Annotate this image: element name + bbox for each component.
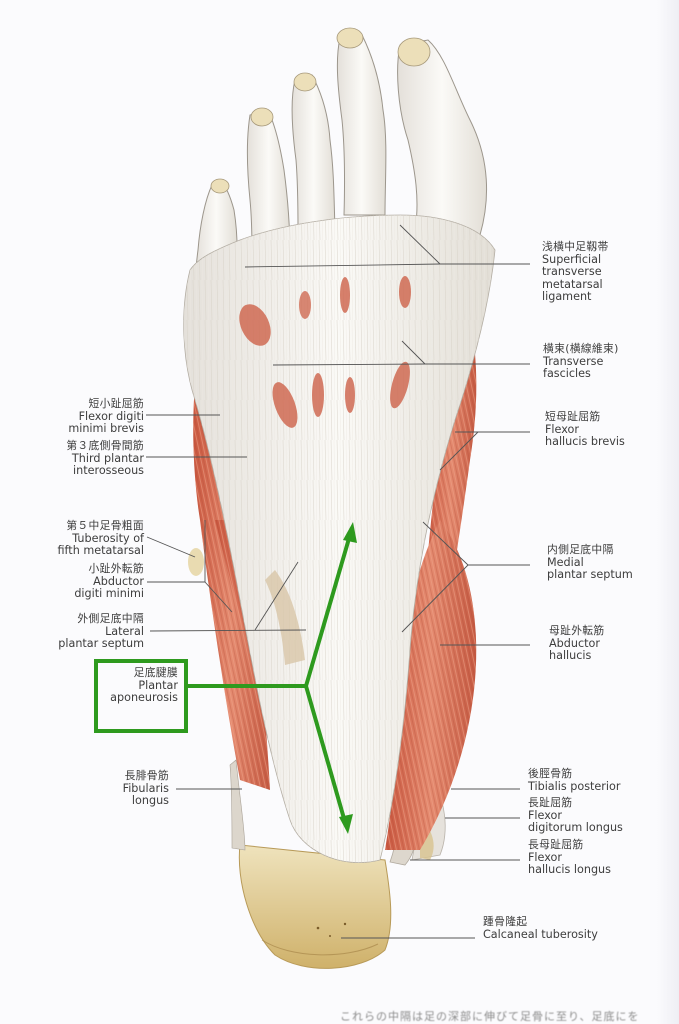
label-tibialis-posterior: 後脛骨筋 Tibialis posterior [528,767,621,793]
toes [195,27,488,291]
label-flexor-hallucis-longus: 長母趾屈筋 Flexor hallucis longus [528,838,611,877]
leader-lines-left [146,414,307,790]
plantar-aponeurosis-body [183,214,496,863]
label-fibularis-longus: 長腓骨筋 Fibularis longus [122,769,169,808]
plantar-aponeurosis-highlight-box: 足底腱膜 Plantar aponeurosis [94,659,188,733]
label-lateral-plantar-septum: 外側足底中隔 Lateral plantar septum [58,612,144,651]
label-medial-plantar-septum: 内側足底中隔 Medial plantar septum [547,543,633,582]
label-calcaneal-tuberosity: 踵骨隆起 Calcaneal tuberosity [483,915,598,941]
label-third-plantar-interosseous: 第３底側骨間筋 Third plantar interosseous [66,439,144,478]
label-plantar-aponeurosis: 足底腱膜 Plantar aponeurosis [110,666,178,705]
label-superficial-transverse-metatarsal-ligament: 浅横中足靱帯 Superficial transverse metatarsal… [542,240,609,304]
footer-caption-cropped: これらの中隔は足の深部に伸びて足骨に至り、足底にを [340,1010,640,1023]
label-flexor-digitorum-longus: 長趾屈筋 Flexor digitorum longus [528,796,623,835]
calcaneus [238,844,392,969]
page-edge-shadow [657,0,679,1024]
label-abductor-digiti-minimi: 小趾外転筋 Abductor digiti minimi [74,562,144,601]
label-flexor-digiti-minimi-brevis: 短小趾屈筋 Flexor digiti minimi brevis [68,397,144,436]
label-tuberosity-of-fifth-metatarsal: 第５中足骨粗面 Tuberosity of fifth metatarsal [57,519,144,558]
label-flexor-hallucis-brevis: 短母趾屈筋 Flexor hallucis brevis [545,410,625,449]
label-transverse-fascicles: 横束(横線維束) Transverse fascicles [543,342,619,381]
leader-lines-right [244,224,530,939]
arrowheads [339,522,357,834]
highlight-arrows [184,533,352,824]
label-abductor-hallucis: 母趾外転筋 Abductor hallucis [549,624,605,663]
